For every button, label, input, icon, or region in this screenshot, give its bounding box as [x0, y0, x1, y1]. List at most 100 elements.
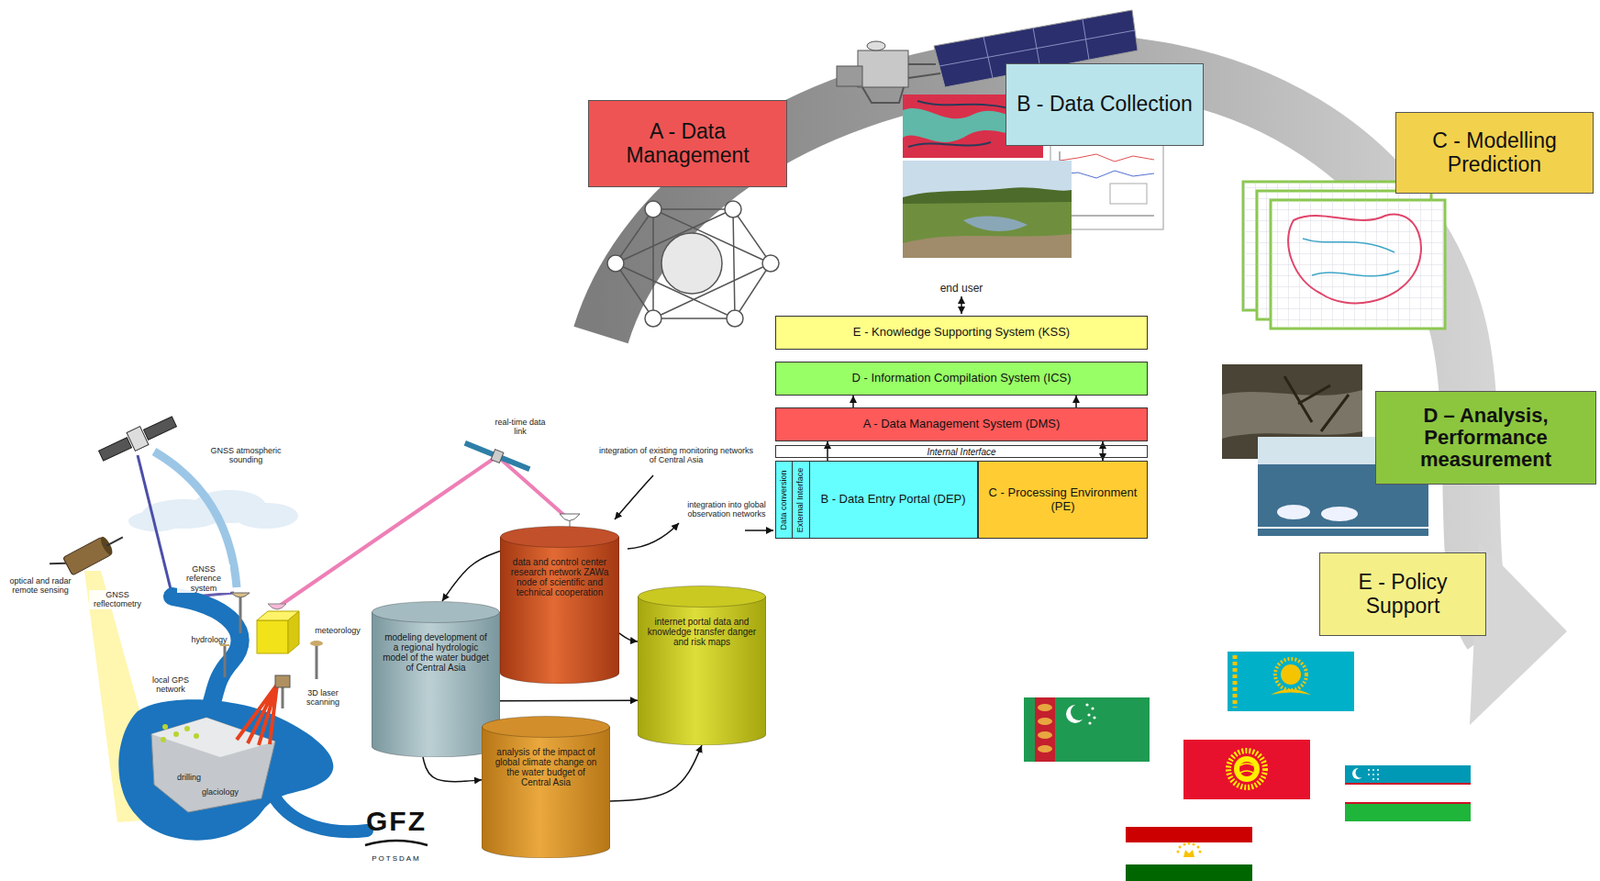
glacier	[151, 717, 276, 812]
layer-title: C - Processing Environment (PE)	[986, 486, 1140, 513]
flag-turkmenistan	[1037, 731, 1053, 739]
gnss-antenna	[231, 592, 250, 634]
network-icon	[644, 200, 662, 218]
satellite-icon	[836, 66, 863, 87]
flag-kyrgyzstan	[1183, 739, 1311, 800]
illustration-label: integration of existing monitoring netwo…	[596, 445, 757, 466]
flag-uzbekistan	[1367, 768, 1370, 771]
flag-tajikistan	[1125, 842, 1253, 865]
satellite-icon	[866, 41, 886, 51]
flow-connector	[500, 700, 638, 702]
cylinder-body	[500, 536, 620, 684]
flow-connector	[1075, 395, 1078, 408]
flow-connector	[442, 551, 500, 601]
cylinder-top	[372, 601, 500, 623]
gps-points	[193, 733, 200, 739]
flag-tajikistan	[1192, 843, 1196, 846]
model-maps	[1270, 200, 1445, 329]
illustration-label-box: local GPS network	[144, 675, 197, 696]
flow-arrow	[627, 522, 679, 549]
receiver-dish	[559, 513, 580, 522]
illustration-label: GNSS reflectometry	[88, 589, 146, 610]
phase-box: E - Policy Support	[1319, 552, 1487, 636]
cylinder-body	[371, 611, 500, 757]
flag-turkmenistan	[1037, 717, 1053, 725]
gps-points	[160, 736, 167, 743]
flag-tajikistan	[1125, 864, 1253, 881]
landscape-photo	[902, 233, 1072, 258]
cylinder-shape	[637, 585, 767, 745]
river	[275, 798, 367, 832]
phase-title: C - Modelling Prediction	[1405, 129, 1584, 177]
gnss-satellite	[144, 416, 178, 440]
laser-scanner	[236, 684, 278, 745]
cylinder-shape	[371, 600, 500, 757]
phase-title: E - Policy Support	[1329, 570, 1477, 618]
flag-kyrgyzstan	[1240, 763, 1254, 773]
weather-station	[310, 640, 323, 646]
hydrology-gauge	[220, 641, 230, 678]
logo-text-box: GFZ	[355, 805, 438, 838]
logo-subtext: POTSDAM	[369, 854, 423, 863]
remote-sensing-satellite	[49, 527, 123, 574]
interface-title: Internal Interface	[926, 446, 996, 457]
flag-kazakhstan	[1227, 651, 1355, 712]
river-photo	[1222, 389, 1363, 439]
flag-tajikistan	[1177, 842, 1202, 854]
cylinder-node: analysis of the impact of global climate…	[481, 715, 611, 858]
gfz-logo-arc	[365, 840, 428, 845]
gnss-signal	[137, 451, 237, 599]
flag-turkmenistan	[1085, 702, 1089, 706]
network-icon	[724, 200, 742, 218]
laser-scanner	[236, 675, 290, 745]
river	[172, 596, 241, 714]
layer-title: D - Information Compilation System (ICS)	[851, 371, 1071, 385]
satellite-icon	[862, 64, 941, 103]
river-photo	[1284, 376, 1349, 432]
phase-box: C - Modelling Prediction	[1395, 111, 1594, 194]
network-icon	[607, 200, 779, 327]
end-user-label: end user	[938, 282, 986, 296]
gnss-signal	[137, 455, 173, 597]
portal-box: B - Data Entry Portal (DEP)Data conversi…	[775, 460, 978, 539]
illustration-label: meteorology	[312, 625, 363, 635]
flow-connector	[422, 756, 482, 782]
flag-kazakhstan	[1280, 664, 1301, 685]
landscape-photo	[963, 215, 1028, 232]
chart-image	[1059, 151, 1155, 216]
network-icon	[615, 209, 771, 319]
illustration-label-box: real-time data link	[492, 417, 548, 438]
cylinder-top	[638, 586, 767, 608]
strip-title: Data conversion	[779, 469, 789, 530]
illustration-label: 3D laser scanning	[294, 688, 352, 708]
cylinder-top	[482, 716, 611, 738]
flag-kazakhstan	[1233, 655, 1238, 708]
flag-turkmenistan	[1037, 744, 1053, 753]
illustration-label: GNSS reference system	[177, 564, 231, 593]
cylinder-node: internet portal data and knowledge trans…	[637, 585, 767, 745]
illustration-label-box: GNSS atmospheric sounding	[201, 445, 290, 467]
layer-title: A - Data Management System (DMS)	[863, 417, 1061, 431]
flag-turkmenistan	[1092, 715, 1096, 719]
flow-connector	[619, 633, 638, 642]
flag-uzbekistan	[1344, 765, 1471, 783]
cloud	[233, 502, 299, 529]
flag-turkmenistan	[1087, 712, 1090, 716]
weir-photo	[1321, 506, 1358, 522]
gfz-logo-arc	[365, 840, 428, 845]
cylinder-text: data and control center research network…	[509, 556, 611, 598]
cylinder-text: internet portal data and knowledge trans…	[646, 616, 757, 647]
meteorology-station	[256, 603, 300, 654]
phase-title: A - Data Management	[598, 120, 778, 167]
model-maps	[1243, 181, 1445, 329]
illustration-label-box: integration into global observation netw…	[684, 500, 769, 521]
layer-band: E - Knowledge Supporting System (KSS)	[775, 315, 1148, 350]
illustration-label: real-time data link	[492, 417, 548, 437]
remote-sensing-satellite	[49, 527, 128, 583]
flag-uzbekistan	[1344, 803, 1471, 822]
interface-band: Internal Interface	[775, 444, 1148, 458]
flag-kazakhstan	[1270, 688, 1312, 695]
satellite-icon	[857, 50, 909, 88]
phase-box: A - Data Management	[588, 100, 788, 188]
cylinder-text: modeling development of a regional hydro…	[380, 632, 491, 673]
